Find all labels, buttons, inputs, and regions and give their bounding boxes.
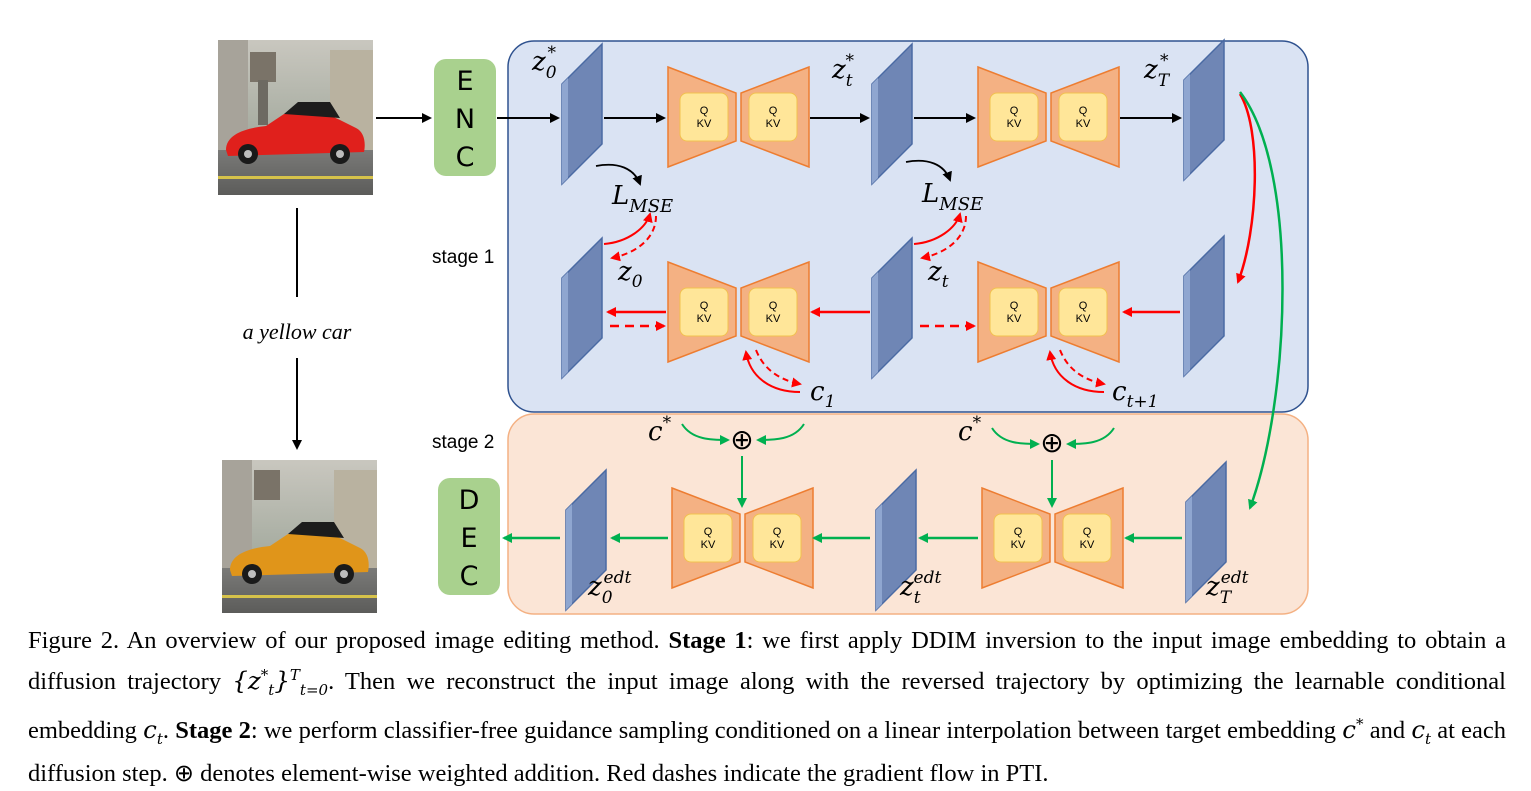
decoder-block xyxy=(438,478,500,595)
caption-ct-2: ct xyxy=(1411,715,1432,749)
label-c1: c1 xyxy=(810,377,835,412)
oplus-symbol-b: ⊕ xyxy=(1040,426,1063,459)
label-zt-edt: ztedt xyxy=(899,568,941,608)
caption-s6: and xyxy=(1369,717,1406,745)
unet-q-label: Q xyxy=(700,300,709,312)
unet-q-label: Q xyxy=(1010,105,1019,117)
stage1-label: stage 1 xyxy=(432,247,494,268)
unet-q-label: Q xyxy=(1083,526,1092,538)
label-z0: z0 xyxy=(617,257,643,292)
caption-stage1: Stage 1 xyxy=(668,627,747,654)
caption-s8: denotes element-wise weighted addition. … xyxy=(200,760,1049,788)
label-zT-star: zT* xyxy=(1143,51,1171,91)
red-curve-zT xyxy=(1236,93,1257,284)
stage2-label: stage 2 xyxy=(432,432,494,453)
figure-caption: Figure 2. An overview of our proposed im… xyxy=(28,624,1506,791)
label-lmse-a: LMSE xyxy=(611,181,673,217)
unet-q-label: Q xyxy=(704,526,713,538)
unet-kv-label: KV xyxy=(697,313,712,325)
unet-kv-label: KV xyxy=(766,313,781,325)
unet-kv-label: KV xyxy=(1007,313,1022,325)
dec-letter-e: E xyxy=(460,523,477,554)
label-z0-edt: z0edt xyxy=(587,568,631,608)
label-ct1: ct+1 xyxy=(1112,377,1158,412)
label-zt-star: zt* xyxy=(831,51,855,91)
unet-kv-label: KV xyxy=(697,118,712,130)
unet-q-label: Q xyxy=(769,105,778,117)
label-c-star-a: c* xyxy=(648,413,672,447)
caption-s2: : we first apply DDIM inversion to the i… xyxy=(28,627,1506,696)
encoder-block xyxy=(434,59,496,176)
unet-q-label: Q xyxy=(1010,300,1019,312)
unet-q-label: Q xyxy=(1014,526,1023,538)
enc-letter-n: N xyxy=(455,104,475,135)
dec-letter-c: C xyxy=(460,561,479,592)
label-lmse-b: LMSE xyxy=(921,179,983,215)
output-photo-yellow-car xyxy=(222,460,377,613)
caption-figure-label: Figure 2. xyxy=(28,627,120,654)
method-diagram: a yellow car E N C D E C stage 1 stage 2 xyxy=(218,39,1309,615)
caption-oplus: ⊕ xyxy=(173,759,194,788)
green-curve-zT xyxy=(1239,91,1284,510)
unet-kv-label: KV xyxy=(766,118,781,130)
unet-q-label: Q xyxy=(773,526,782,538)
unet-kv-label: KV xyxy=(1011,539,1026,551)
unet-q-label: Q xyxy=(1079,105,1088,117)
caption-cstar: c* xyxy=(1342,715,1364,745)
label-zT-edt: zTedt xyxy=(1205,568,1249,608)
caption-s1: An overview of our proposed image editin… xyxy=(126,627,660,654)
unet-kv-label: KV xyxy=(1076,313,1091,325)
dec-letter-d: D xyxy=(459,485,480,516)
input-photo-red-car xyxy=(218,40,373,195)
caption-s3: . Then we reconstruct the input image al… xyxy=(28,668,1506,745)
unet-kv-label: KV xyxy=(1007,118,1022,130)
caption-ct: ct xyxy=(143,715,163,749)
prompt-text: a yellow car xyxy=(243,319,352,344)
label-zt: zt xyxy=(927,257,949,292)
unet-q-label: Q xyxy=(700,105,709,117)
enc-letter-c: C xyxy=(456,142,475,173)
enc-letter-e: E xyxy=(456,66,473,97)
unet-kv-label: KV xyxy=(1080,539,1095,551)
unet-q-label: Q xyxy=(1079,300,1088,312)
caption-s4: . xyxy=(162,717,169,745)
label-c-star-b: c* xyxy=(958,413,982,447)
oplus-symbol-a: ⊕ xyxy=(730,423,753,456)
unet-q-label: Q xyxy=(769,300,778,312)
label-z0-star: z0* xyxy=(531,43,557,83)
unet-kv-label: KV xyxy=(701,539,716,551)
unet-kv-label: KV xyxy=(1076,118,1091,130)
caption-s5: : we perform classifier-free guidance sa… xyxy=(250,717,1337,745)
unet-kv-label: KV xyxy=(770,539,785,551)
caption-trajectory: {z*t}Tt=0 xyxy=(232,666,329,700)
caption-stage2: Stage 2 xyxy=(175,717,251,745)
